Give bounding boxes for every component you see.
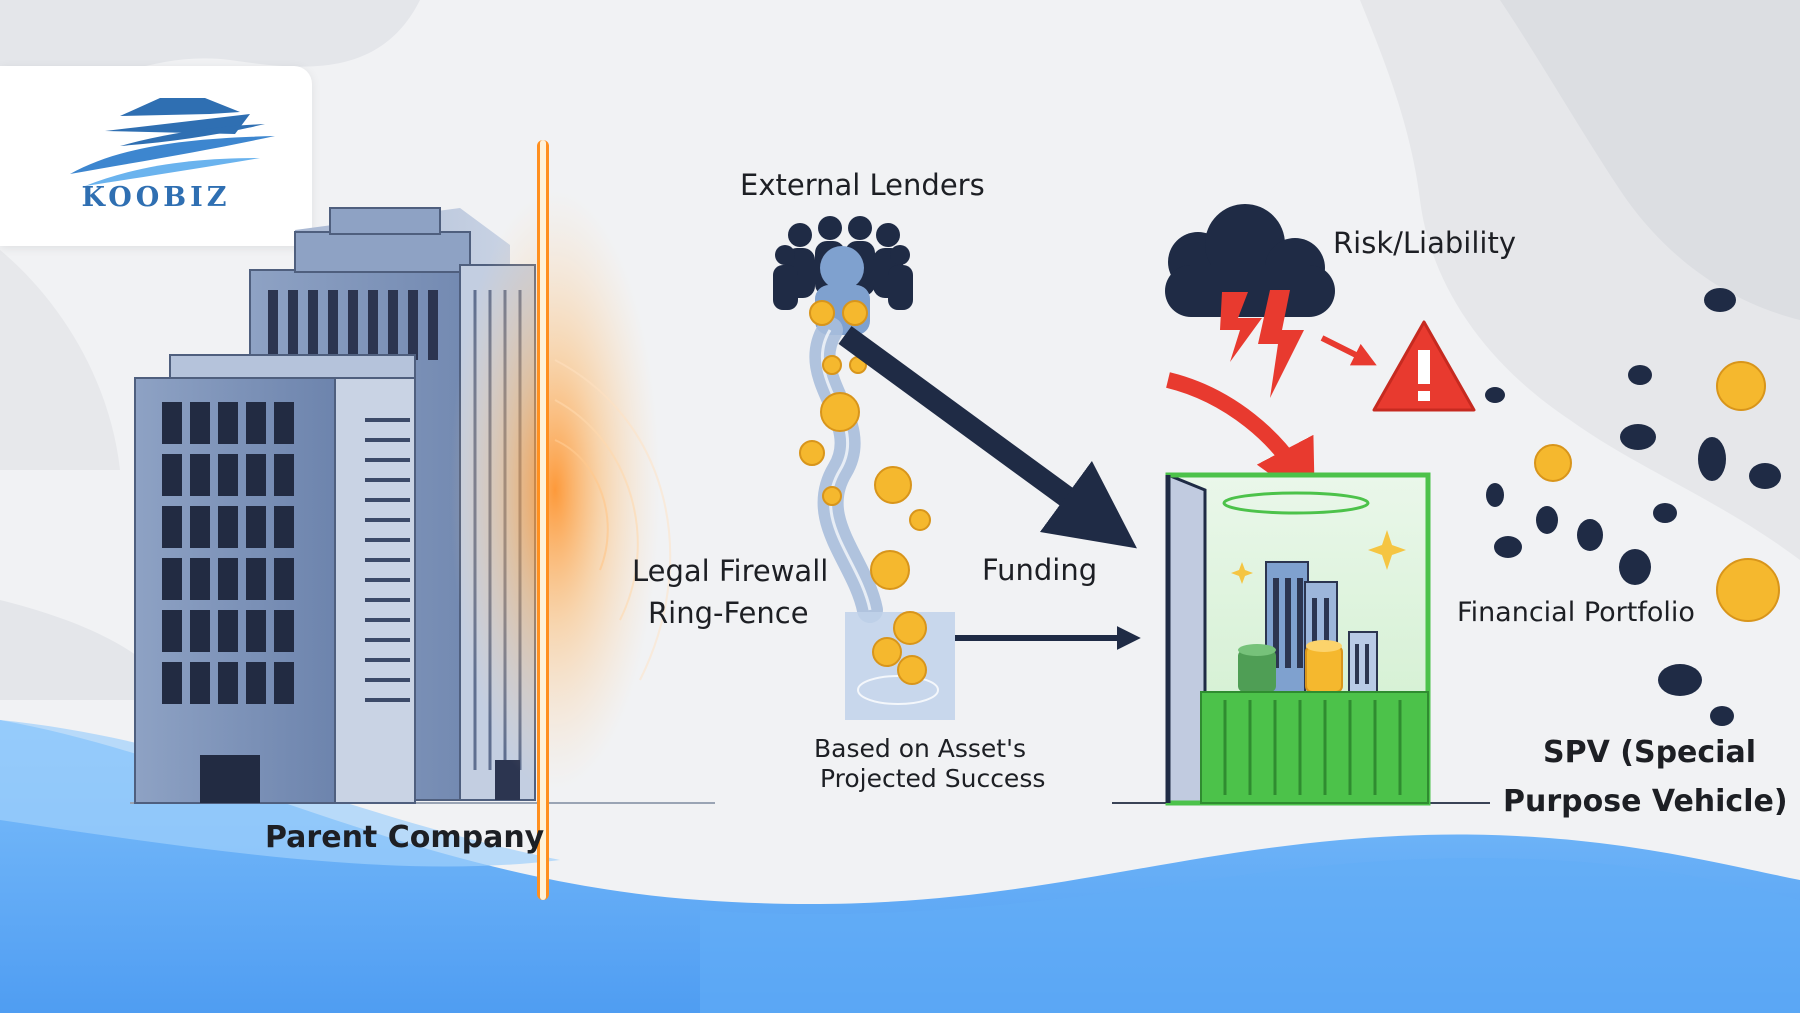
logo-card: KOOBIZ <box>0 66 312 246</box>
financial-portfolio-label: Financial Portfolio <box>1457 597 1695 628</box>
funding-basis-line-2: Projected Success <box>820 764 1046 793</box>
funding-arrow <box>838 326 1141 650</box>
funding-basis-line-1: Based on Asset's <box>814 734 1027 763</box>
storm-cloud-icon <box>1165 204 1335 398</box>
external-lenders-label: External Lenders <box>740 168 985 202</box>
firewall-label: Legal Firewall Ring-Fence <box>632 550 828 634</box>
warning-triangle-icon <box>1320 320 1476 412</box>
firewall-wall <box>450 140 672 900</box>
funding-basis-label: Based on Asset's Projected Success <box>814 734 1045 794</box>
risk-liability-label: Risk/Liability <box>1333 226 1516 260</box>
funding-label: Funding <box>982 553 1098 587</box>
spv-label-line-2: Purpose Vehicle) <box>1503 784 1788 819</box>
ship-logo-icon <box>70 98 275 186</box>
funding-stream <box>809 317 955 720</box>
firewall-label-line-1: Legal Firewall <box>632 554 829 588</box>
logo-brand-name: KOOBIZ <box>81 182 231 213</box>
spv-label-line-1: SPV (Special <box>1543 735 1756 770</box>
risk-arrow <box>1166 372 1315 507</box>
coin-icon <box>799 300 1780 685</box>
firewall-label-line-2: Ring-Fence <box>648 596 809 630</box>
parent-company-label: Parent Company <box>265 820 545 855</box>
spv-label: SPV (Special Purpose Vehicle) <box>1503 728 1788 826</box>
portfolio-particles <box>1485 288 1781 726</box>
spv-container-icon <box>1165 472 1431 806</box>
